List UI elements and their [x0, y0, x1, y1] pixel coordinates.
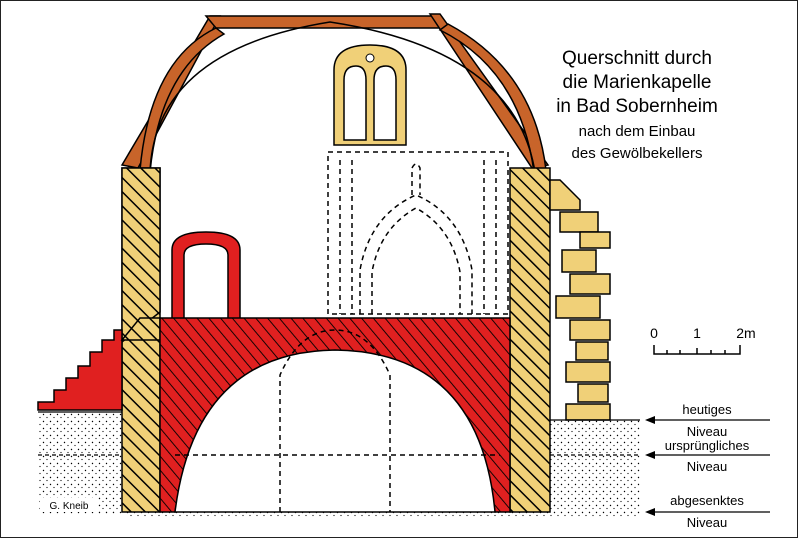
right-wall [509, 167, 551, 513]
red-stairs [37, 329, 123, 411]
level-urspruengliches: ursprüngliches Niveau [645, 438, 770, 474]
level-heutiges: heutiges Niveau [645, 402, 770, 439]
scale-tick-2: 2m [736, 325, 755, 341]
ground-soil [38, 412, 640, 518]
level-abgesenktes: abgesenktes Niveau [645, 493, 770, 530]
credit-bg [40, 498, 98, 512]
title-line-4: nach dem Einbau [579, 123, 696, 140]
level-1-line-1: heutiges [682, 402, 732, 417]
level-3-line-2: Niveau [687, 515, 727, 530]
title-line-3: in Bad Sobernheim [556, 96, 718, 117]
right-masonry-blocks [549, 179, 611, 421]
scale-tick-1: 1 [693, 325, 701, 341]
scale-tick-0: 0 [650, 325, 658, 341]
title-line-2: die Marienkapelle [563, 72, 712, 93]
gothic-window [333, 44, 407, 146]
level-lines [38, 411, 640, 456]
level-2-line-1: ursprüngliches [665, 438, 750, 453]
roof-vault-line [149, 21, 536, 173]
title-line-1: Querschnitt durch [562, 48, 712, 69]
level-3-line-1: abgesenktes [670, 493, 744, 508]
level-2-line-2: Niveau [687, 459, 727, 474]
title-line-5: des Gewölbekellers [572, 145, 703, 162]
level-1-line-2: Niveau [687, 424, 727, 439]
former-portal-dashed [327, 151, 509, 315]
scale-bar: 0 1 2m [650, 325, 756, 355]
author-credit: G. Kneib [50, 501, 89, 512]
cellar-vault-space [174, 349, 496, 513]
cellar-dashed-lines [175, 329, 500, 512]
red-doorway [171, 231, 241, 321]
title-block: Querschnitt durch die Marienkapelle in B… [556, 48, 718, 162]
roof-truss [120, 13, 550, 173]
